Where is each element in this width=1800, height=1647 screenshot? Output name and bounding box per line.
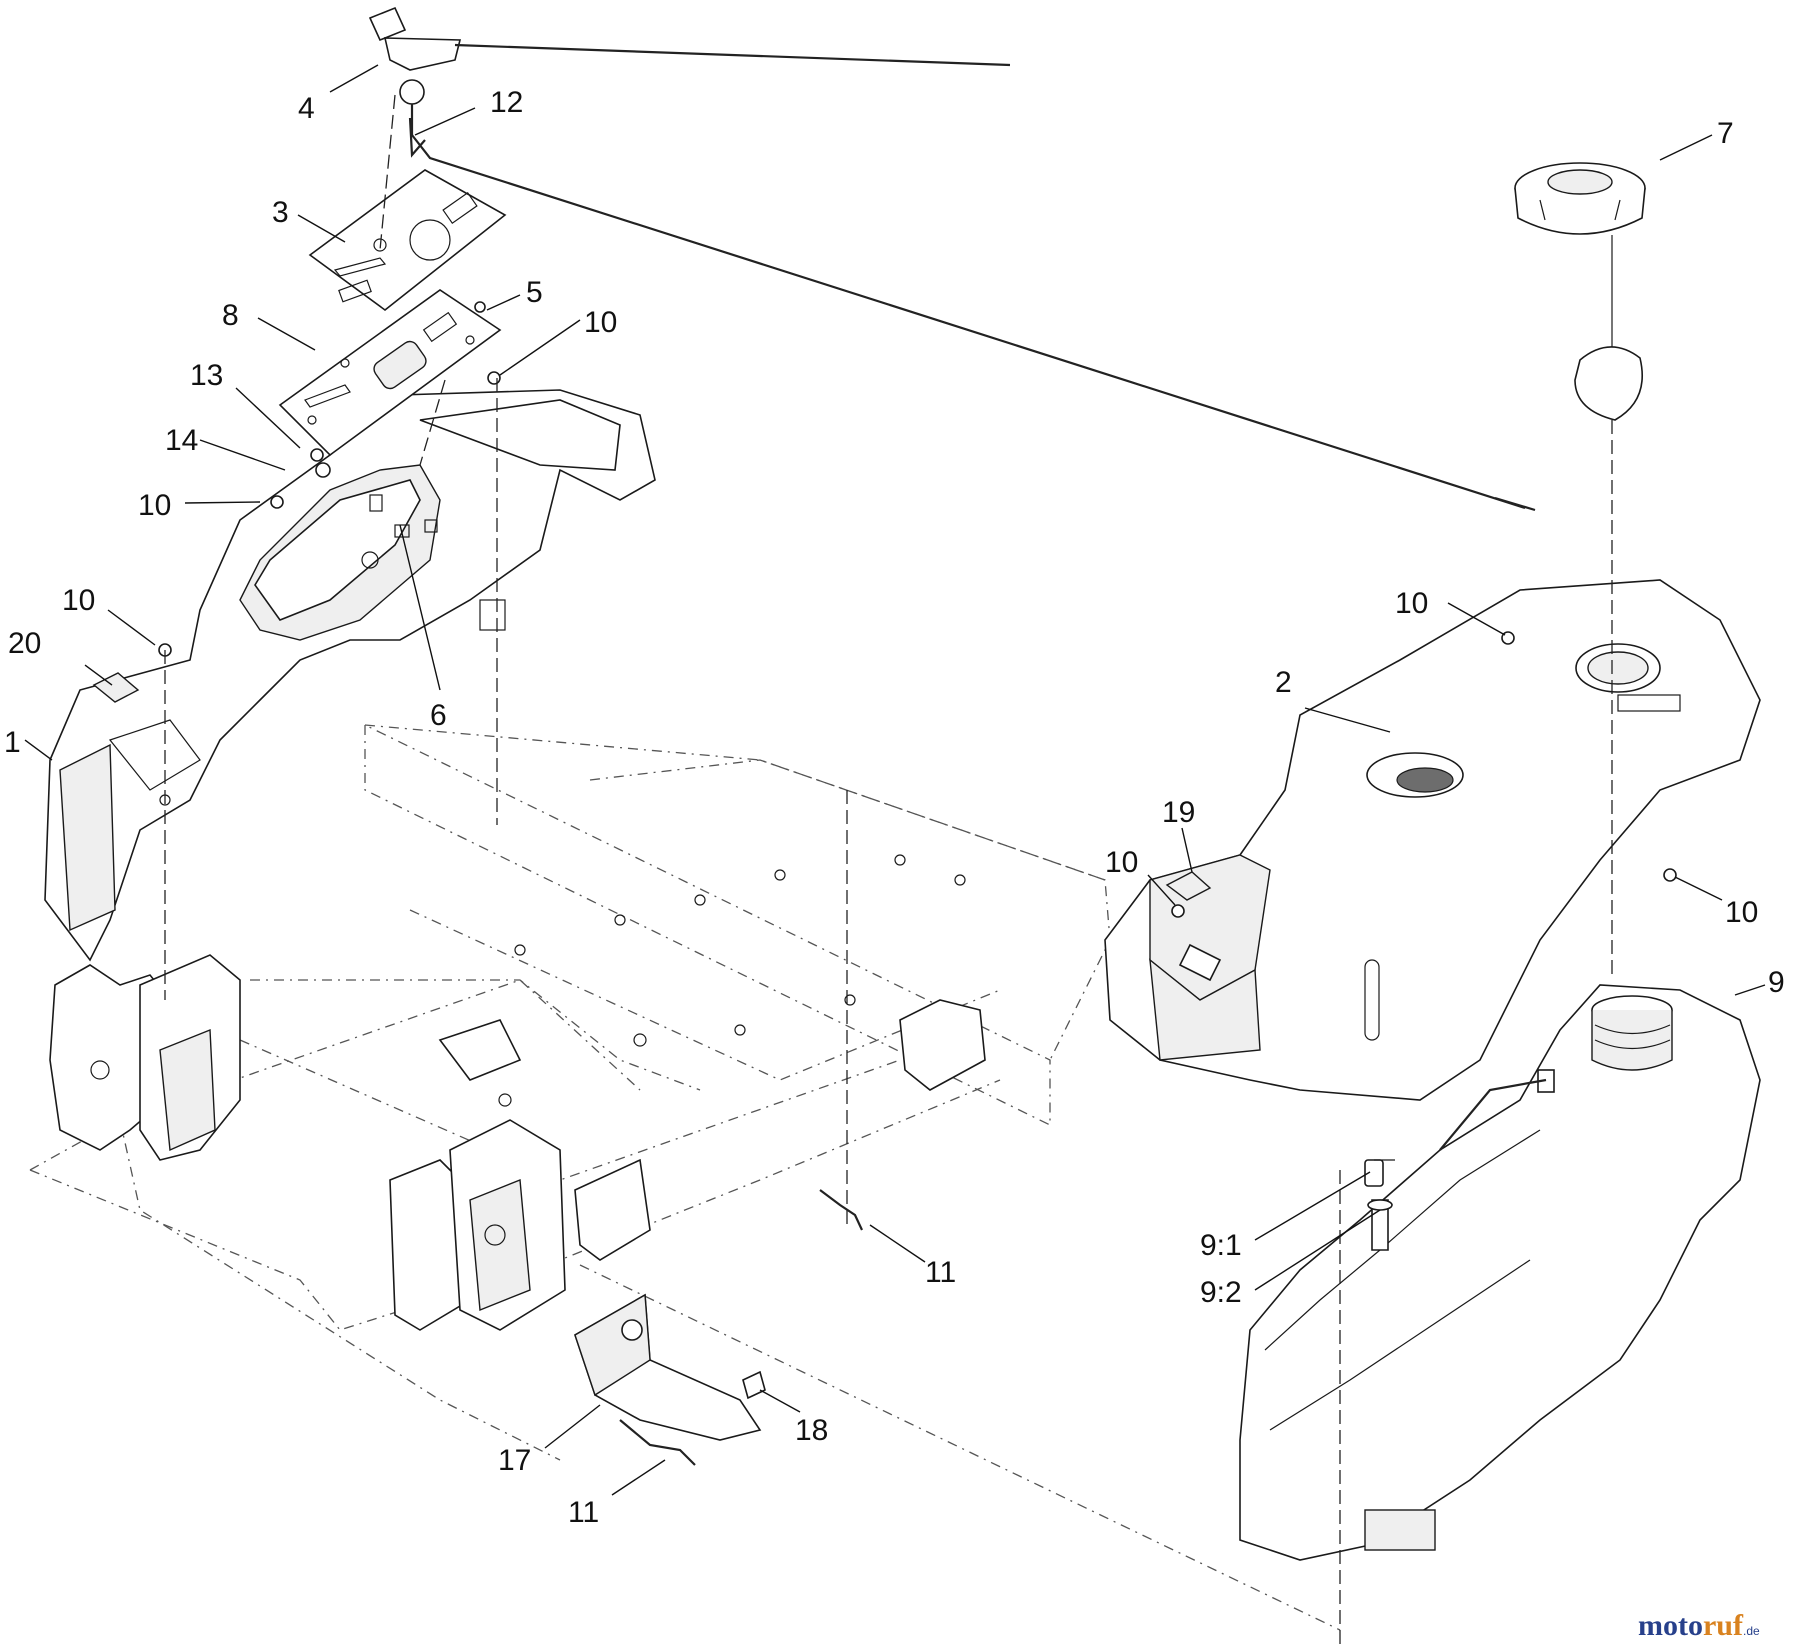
callout-3: 3 [272,196,289,229]
callout-5: 5 [526,276,543,309]
console-panel [278,289,502,457]
callout-9: 9 [1768,966,1785,999]
callout-20: 20 [8,627,41,660]
callout-1: 1 [4,726,21,759]
leader-lines [24,64,1766,1496]
callout-9-1: 9:1 [1200,1229,1242,1262]
callout-10: 10 [1725,896,1758,929]
callout-9-2: 9:2 [1200,1276,1242,1309]
watermark-logo: motoruf.de [1638,1609,1760,1642]
callout-7: 7 [1717,117,1734,150]
callout-6: 6 [430,699,447,732]
callout-8: 8 [222,299,239,332]
callout-17: 17 [498,1444,531,1477]
callout-4: 4 [298,92,315,125]
fuel-tank [1239,984,1761,1561]
decal-plate [308,169,507,312]
callout-2: 2 [1275,666,1292,699]
chassis-plates [49,854,986,1331]
callout-13: 13 [190,359,223,392]
callout-10: 10 [1395,587,1428,620]
callout-10: 10 [1105,846,1138,879]
callout-11: 11 [568,1496,599,1529]
fuel-cap [1514,162,1646,421]
callout-19: 19 [1162,796,1195,829]
fender-console-body [44,389,656,962]
callout-10: 10 [584,306,617,339]
throttle-lever [368,6,1011,158]
callout-18: 18 [795,1414,828,1447]
tank-cover-body [1104,579,1761,1101]
callout-labels: 4 12 3 8 5 10 13 14 10 10 20 1 6 7 10 2 … [4,86,1785,1529]
callout-11: 11 [925,1256,956,1289]
callout-14: 14 [165,424,198,457]
chassis-frame [29,723,1341,1631]
decal-tags [92,672,1212,901]
assembly-axes [164,94,1613,1647]
callout-10: 10 [138,489,171,522]
long-cable [411,134,1536,512]
svg-text:motoruf.de: motoruf.de [1638,1609,1760,1642]
callout-12: 12 [490,86,523,119]
callout-10: 10 [62,584,95,617]
fuel-fittings [1364,1159,1395,1251]
bracket-assembly [574,1189,863,1466]
